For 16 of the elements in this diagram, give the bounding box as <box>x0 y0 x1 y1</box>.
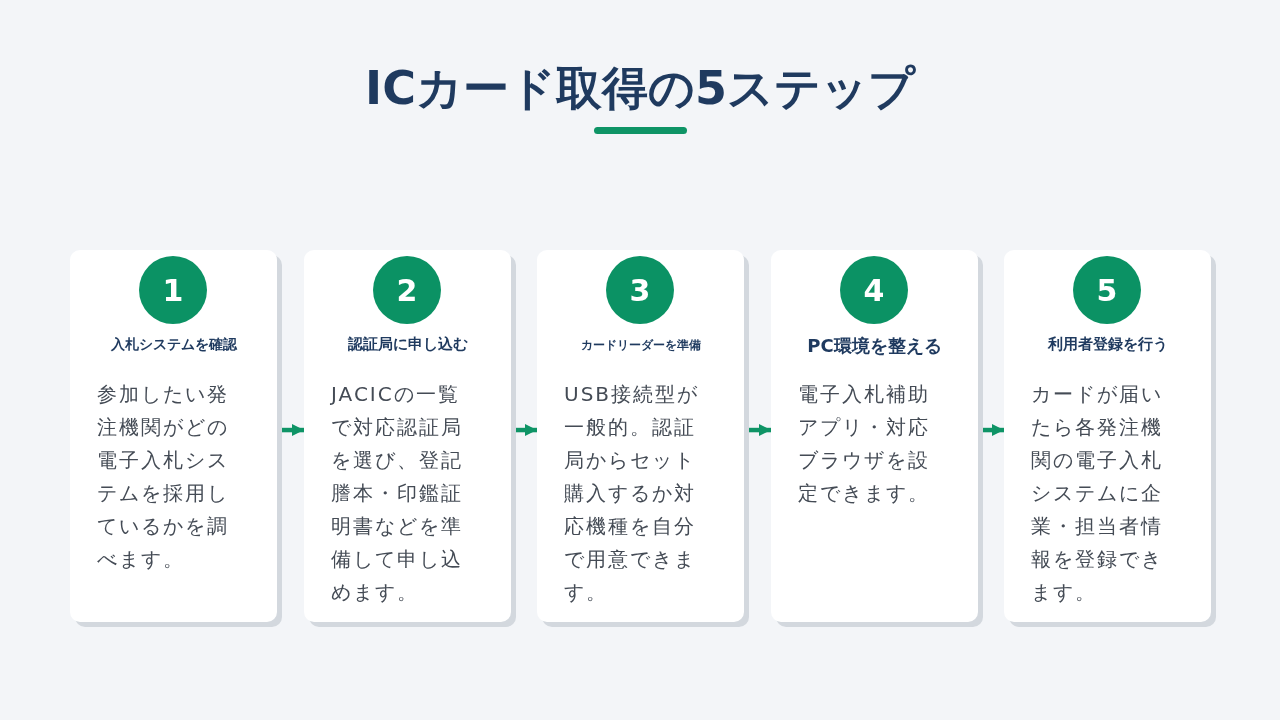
step-heading: カードリーダーを準備 <box>580 338 701 353</box>
step-description: 電子入札補助アプリ・対応ブラウザを設定できます。 <box>798 381 931 507</box>
step-heading: PC環境を整える <box>807 334 942 358</box>
step-number-circle: 4 <box>840 256 908 324</box>
step-description: USB接続型が一般的。認証局からセット購入するか対応機種を自分で用意できます。 <box>564 381 701 606</box>
step-description: 参加したい発注機関がどの電子入札システムを採用しているかを調べます。 <box>97 381 230 573</box>
step-description: JACICの一覧で対応認証局を選び、登記謄本・印鑑証明書などを準備して申し込めます。 <box>331 381 464 606</box>
step-number-circle: 1 <box>139 256 207 324</box>
step-number-circle: 3 <box>606 256 674 324</box>
step-heading: 認証局に申し込む <box>347 335 468 354</box>
title: ICカード取得の5ステップ <box>365 60 915 117</box>
step-heading: 利用者登録を行う <box>1047 335 1168 354</box>
step-heading: 入札システムを確認 <box>110 336 237 354</box>
step-number-circle: 2 <box>373 256 441 324</box>
step-number-circle: 5 <box>1073 256 1141 324</box>
step-description: カードが届いたら各発注機関の電子入札システムに企業・担当者情報を登録できます。 <box>1031 381 1164 606</box>
